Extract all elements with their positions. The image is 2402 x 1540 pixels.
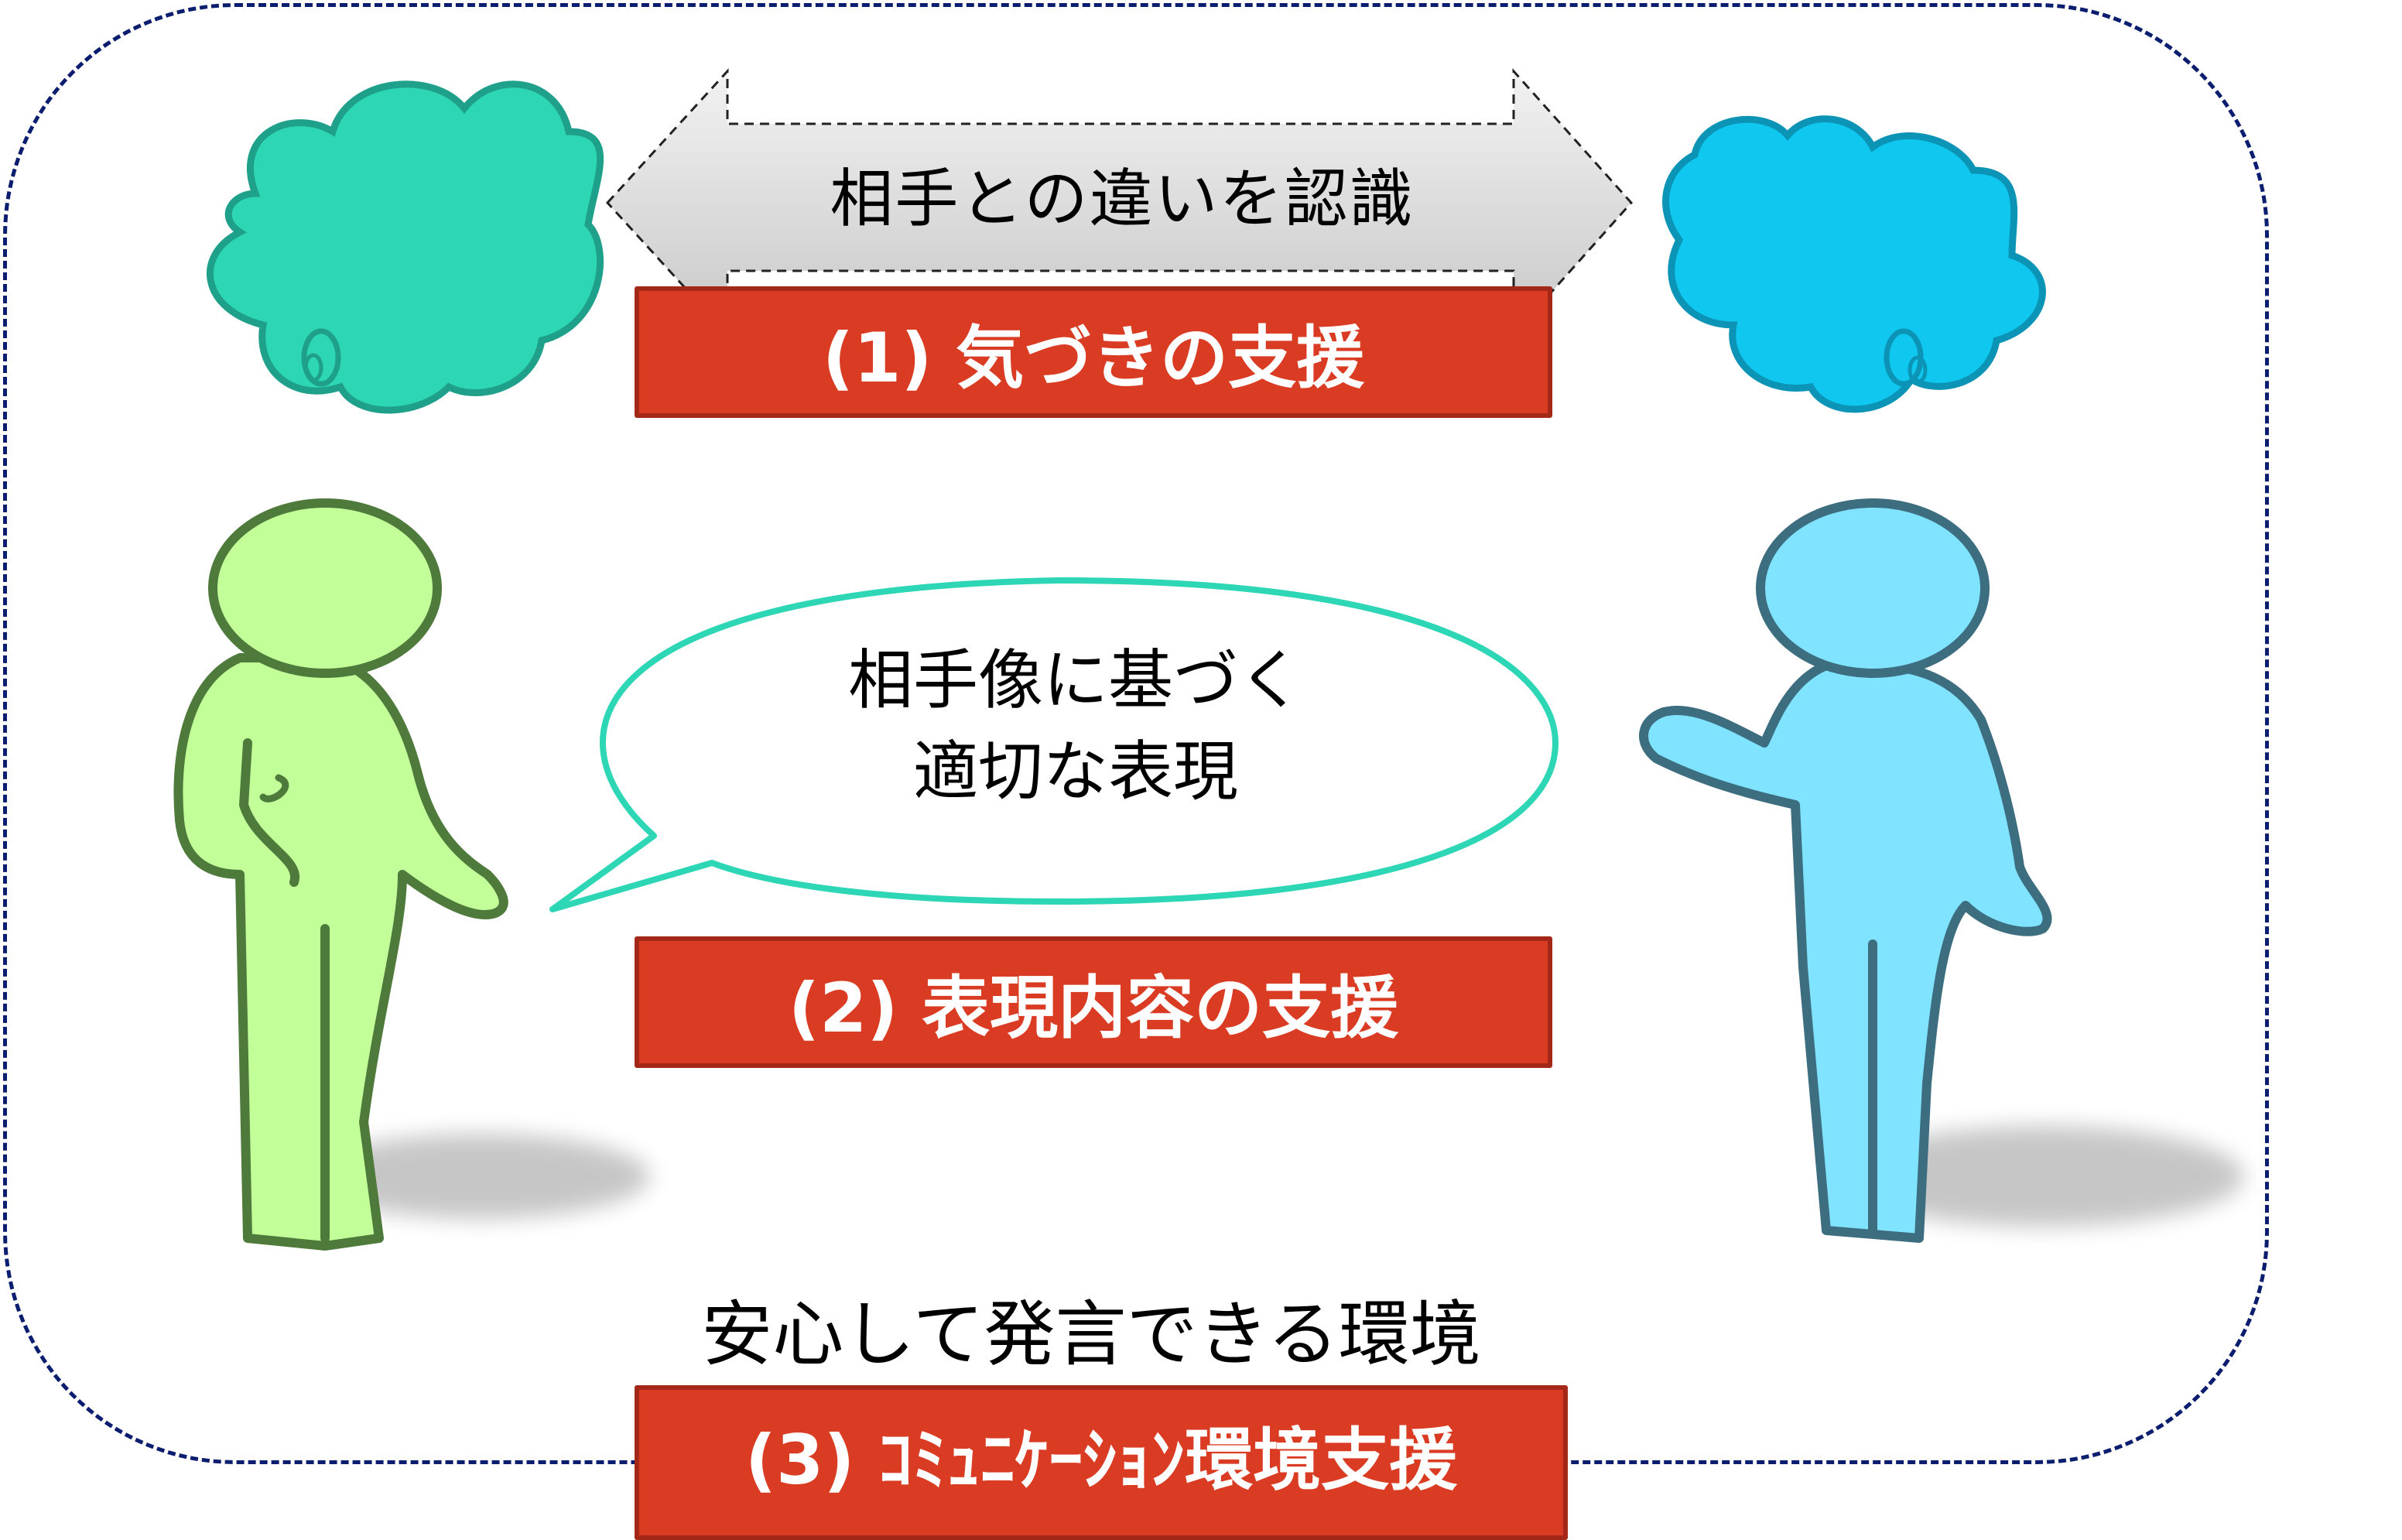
speech-bubble-icon <box>549 577 1559 912</box>
support-box-expression: (2) 表現内容の支援 <box>635 936 1552 1068</box>
speech-bubble-line-1: 相手像に基づく <box>847 642 1303 718</box>
support-box-awareness: (1) 気づきの支援 <box>635 286 1552 418</box>
arrow-label: 相手との違いを認識 <box>830 163 1415 236</box>
support-box-expression-label: (2) 表現内容の支援 <box>788 967 1399 1048</box>
person-right-icon <box>1639 498 2052 1243</box>
speech-bubble-text: 相手像に基づく 適切な表現 <box>666 635 1486 817</box>
thought-cloud-left-icon <box>207 80 604 414</box>
support-box-environment: (3) ｺﾐｭﾆｹｰｼｮﾝ環境支援 <box>635 1385 1568 1540</box>
support-box-awareness-label: (1) 気づきの支援 <box>822 317 1365 398</box>
support-box-environment-label: (3) ｺﾐｭﾆｹｰｼｮﾝ環境支援 <box>744 1420 1458 1500</box>
shadow-left <box>310 1134 650 1219</box>
speech-bubble-line-2: 適切な表現 <box>912 734 1238 809</box>
thought-cloud-right-icon <box>1662 115 2046 413</box>
shadow-right <box>1842 1126 2244 1227</box>
person-left-icon <box>173 498 508 1251</box>
environment-label: 安心して発言できる環境 <box>701 1293 1481 1376</box>
